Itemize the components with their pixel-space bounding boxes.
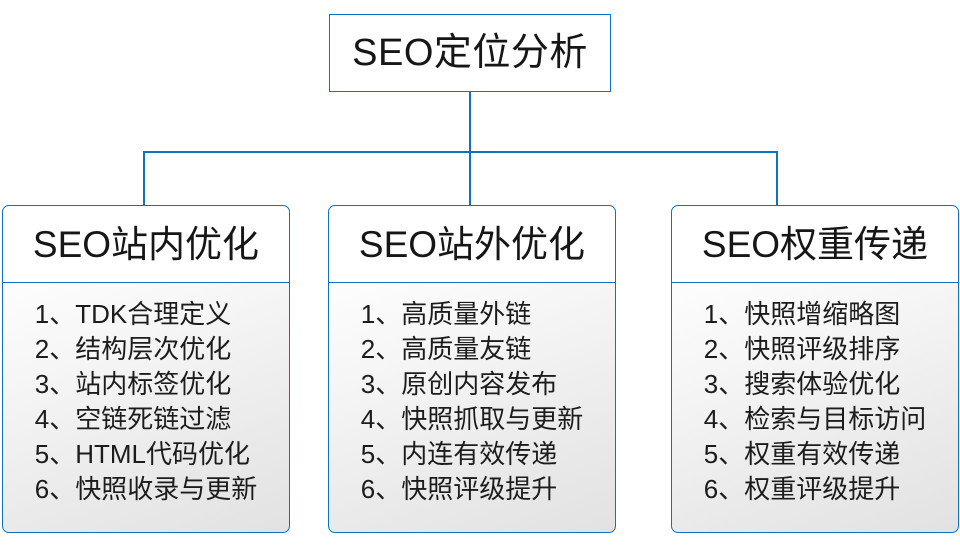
list-item: 3、原创内容发布 (360, 369, 558, 399)
branch-column-onsite: SEO站内优化 1、TDK合理定义 2、结构层次优化 3、站内标签优化 4、空链… (2, 205, 290, 533)
branch-column-offsite: SEO站外优化 1、高质量外链 2、高质量友链 3、原创内容发布 4、快照抓取与… (328, 205, 616, 533)
list-item: 6、快照收录与更新 (34, 474, 258, 504)
list-item: 2、高质量友链 (360, 334, 532, 364)
root-node-seo-positioning-analysis: SEO定位分析 (329, 14, 611, 92)
branch-header-onsite: SEO站内优化 (2, 205, 290, 283)
root-node-label: SEO定位分析 (352, 32, 588, 74)
connector-root-stem (469, 92, 471, 152)
list-item: 5、HTML代码优化 (34, 439, 251, 469)
branch-item-list: 1、快照增缩略图 2、快照评级排序 3、搜索体验优化 4、检索与目标访问 5、权… (704, 297, 926, 507)
connector-branch-3-stem (776, 151, 778, 205)
list-item: 5、权重有效传递 (703, 439, 901, 469)
list-item: 6、快照评级提升 (360, 474, 558, 504)
list-item: 4、检索与目标访问 (703, 404, 927, 434)
list-item: 1、高质量外链 (360, 299, 532, 329)
branch-column-weight-transfer: SEO权重传递 1、快照增缩略图 2、快照评级排序 3、搜索体验优化 4、检索与… (671, 205, 959, 533)
list-item: 1、TDK合理定义 (34, 299, 232, 329)
list-item: 5、内连有效传递 (360, 439, 558, 469)
list-item: 2、结构层次优化 (34, 334, 232, 364)
branch-body-onsite: 1、TDK合理定义 2、结构层次优化 3、站内标签优化 4、空链死链过滤 5、H… (2, 283, 290, 533)
connector-branch-1-stem (143, 151, 145, 205)
branch-item-list: 1、TDK合理定义 2、结构层次优化 3、站内标签优化 4、空链死链过滤 5、H… (35, 297, 257, 507)
connector-horizontal-bar (143, 151, 777, 153)
branch-header-label: SEO站内优化 (32, 223, 260, 265)
list-item: 2、快照评级排序 (703, 334, 901, 364)
branch-header-offsite: SEO站外优化 (328, 205, 616, 283)
connector-branch-2-stem (469, 151, 471, 205)
list-item: 6、权重评级提升 (703, 474, 901, 504)
list-item: 4、空链死链过滤 (34, 404, 232, 434)
list-item: 4、快照抓取与更新 (360, 404, 584, 434)
branch-header-label: SEO站外优化 (358, 223, 586, 265)
branch-header-label: SEO权重传递 (701, 223, 929, 265)
branch-item-list: 1、高质量外链 2、高质量友链 3、原创内容发布 4、快照抓取与更新 5、内连有… (361, 297, 583, 507)
list-item: 3、站内标签优化 (34, 369, 232, 399)
branch-body-offsite: 1、高质量外链 2、高质量友链 3、原创内容发布 4、快照抓取与更新 5、内连有… (328, 283, 616, 533)
branch-body-weight-transfer: 1、快照增缩略图 2、快照评级排序 3、搜索体验优化 4、检索与目标访问 5、权… (671, 283, 959, 533)
branch-header-weight-transfer: SEO权重传递 (671, 205, 959, 283)
list-item: 1、快照增缩略图 (703, 299, 901, 329)
list-item: 3、搜索体验优化 (703, 369, 901, 399)
